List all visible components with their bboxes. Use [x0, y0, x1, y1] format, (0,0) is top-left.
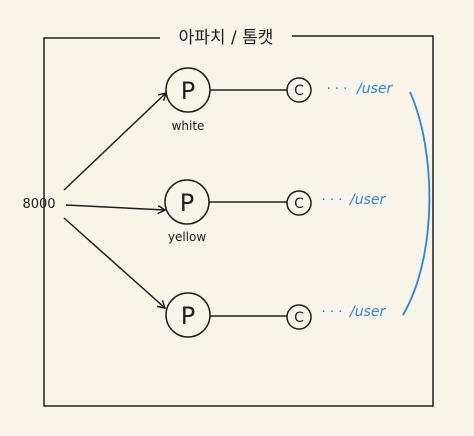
process-symbol: P	[180, 189, 194, 217]
connector-symbol: C	[294, 196, 304, 212]
connector-node-3: C · · · /user	[286, 304, 386, 330]
process-node-3: P	[165, 292, 211, 338]
connector-ellipsis: · · ·	[327, 82, 348, 97]
process-label: yellow	[168, 230, 206, 244]
process-symbol: P	[181, 77, 195, 105]
arrow-to-process-2	[65, 204, 167, 215]
process-node-2: P yellow	[164, 179, 210, 244]
outer-frame	[43, 35, 434, 407]
arrow-to-process-1	[63, 91, 168, 191]
connector-path: /user	[348, 304, 386, 320]
process-symbol: P	[181, 302, 195, 330]
connector-node-2: C · · · /user	[286, 190, 386, 216]
connector-ellipsis: · · ·	[322, 193, 343, 208]
connector-path: /user	[348, 192, 386, 208]
frame-title: 아파치 / 톰캣	[179, 28, 274, 48]
port-label: 8000	[22, 197, 55, 212]
connector-node-1: C · · · /user	[286, 77, 393, 103]
connector-symbol: C	[294, 310, 304, 326]
connector-path: /user	[355, 81, 393, 97]
arrow-to-process-3	[63, 217, 167, 310]
connector-symbol: C	[294, 83, 304, 99]
group-bracket	[402, 91, 431, 316]
process-label: white	[172, 119, 205, 133]
connector-ellipsis: · · ·	[322, 305, 343, 320]
process-node-1: P white	[165, 67, 211, 133]
